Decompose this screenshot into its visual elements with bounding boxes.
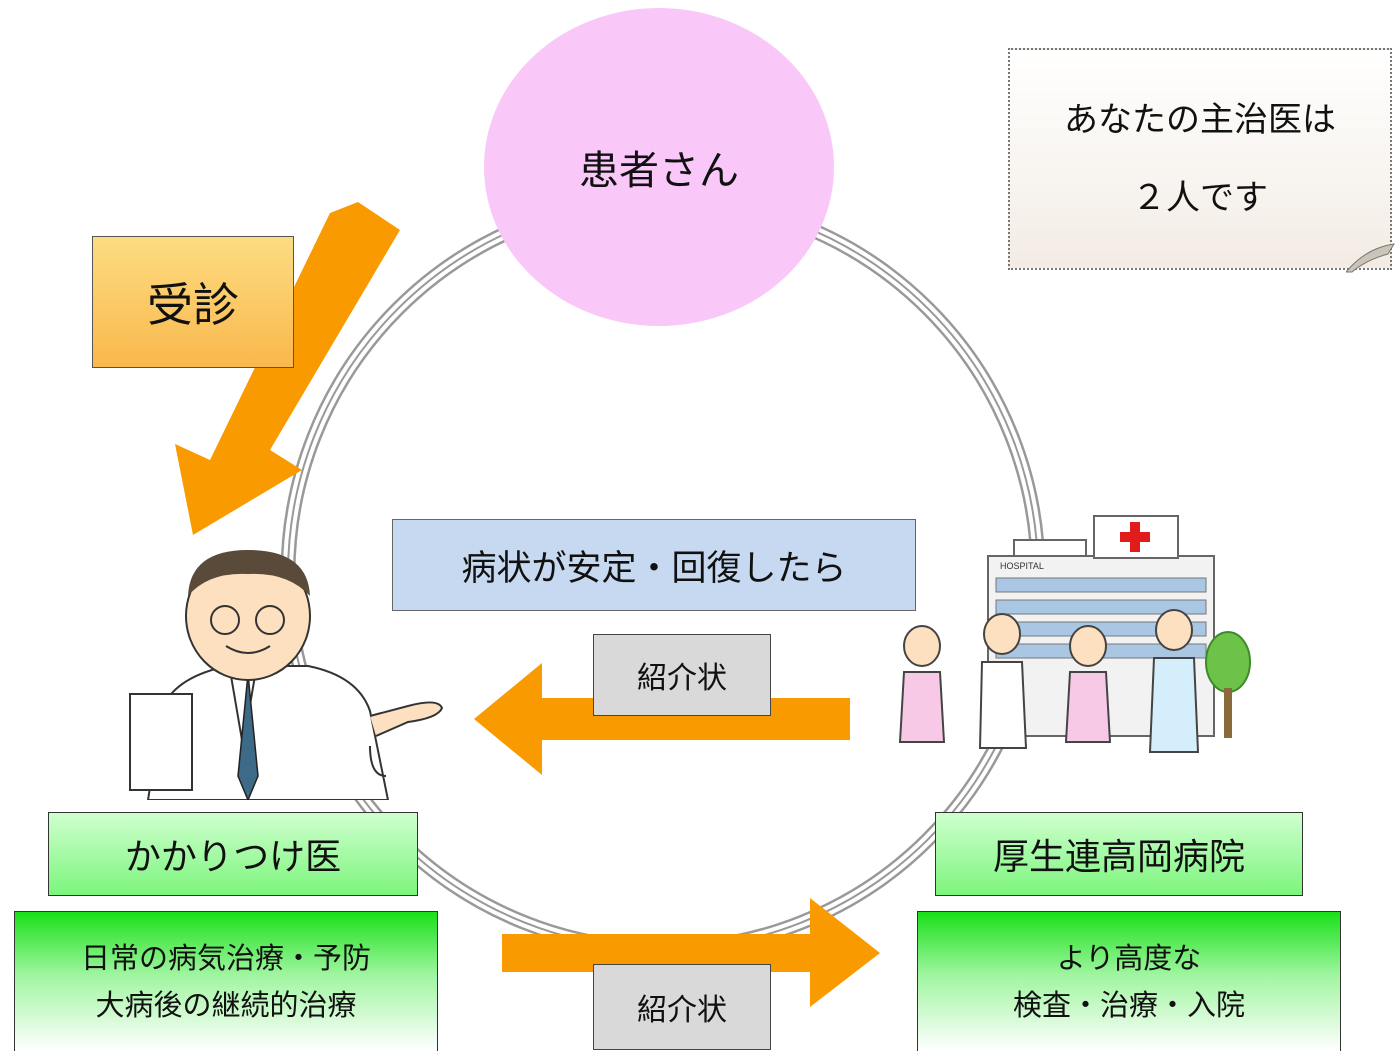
referral-letter-top: 紹介状 [593, 634, 771, 716]
condition-label: 病状が安定・回復したら [461, 548, 847, 589]
hospital-label: 厚生連高岡病院 [992, 837, 1245, 878]
family-doctor-label-box: かかりつけ医 [48, 812, 418, 896]
family-doctor-role-box: 日常の病気治療・予防 大病後の継続的治療 [14, 911, 438, 1051]
note-curl [1346, 243, 1395, 273]
patient-label: 患者さん [579, 148, 739, 194]
family-doctor-role-line-2: 大病後の継続的治療 [95, 987, 357, 1022]
hospital-label-box: 厚生連高岡病院 [935, 812, 1303, 896]
info-note: あなたの主治医は ２人です [1008, 48, 1392, 270]
doctor-illustration [129, 550, 444, 800]
referral-arrow [502, 898, 880, 1007]
hospital-role-box: より高度な 検査・治療・入院 [917, 911, 1341, 1051]
referral-letter-bottom: 紹介状 [593, 964, 771, 1050]
referral-letter-top-label: 紹介状 [637, 661, 727, 696]
family-doctor-label: かかりつけ医 [124, 837, 342, 878]
patient-circle: 患者さん [484, 8, 834, 326]
return-arrow [474, 663, 850, 775]
note-line-2: ２人です [1132, 178, 1268, 218]
referral-letter-bottom-label: 紹介状 [637, 993, 727, 1028]
family-doctor-role-line-1: 日常の病気治療・予防 [80, 941, 371, 976]
hospital-illustration: HOSPITAL [898, 515, 1251, 753]
visit-label: 受診 [147, 278, 239, 332]
condition-box: 病状が安定・回復したら [392, 519, 916, 611]
visit-label-box: 受診 [92, 236, 294, 368]
note-line-1: あなたの主治医は [1064, 100, 1336, 140]
hospital-role-line-1: より高度な [1056, 941, 1202, 976]
visit-arrow [175, 202, 400, 535]
hospital-role-line-2: 検査・治療・入院 [1012, 987, 1245, 1022]
hospital-sign: HOSPITAL [1000, 561, 1044, 571]
